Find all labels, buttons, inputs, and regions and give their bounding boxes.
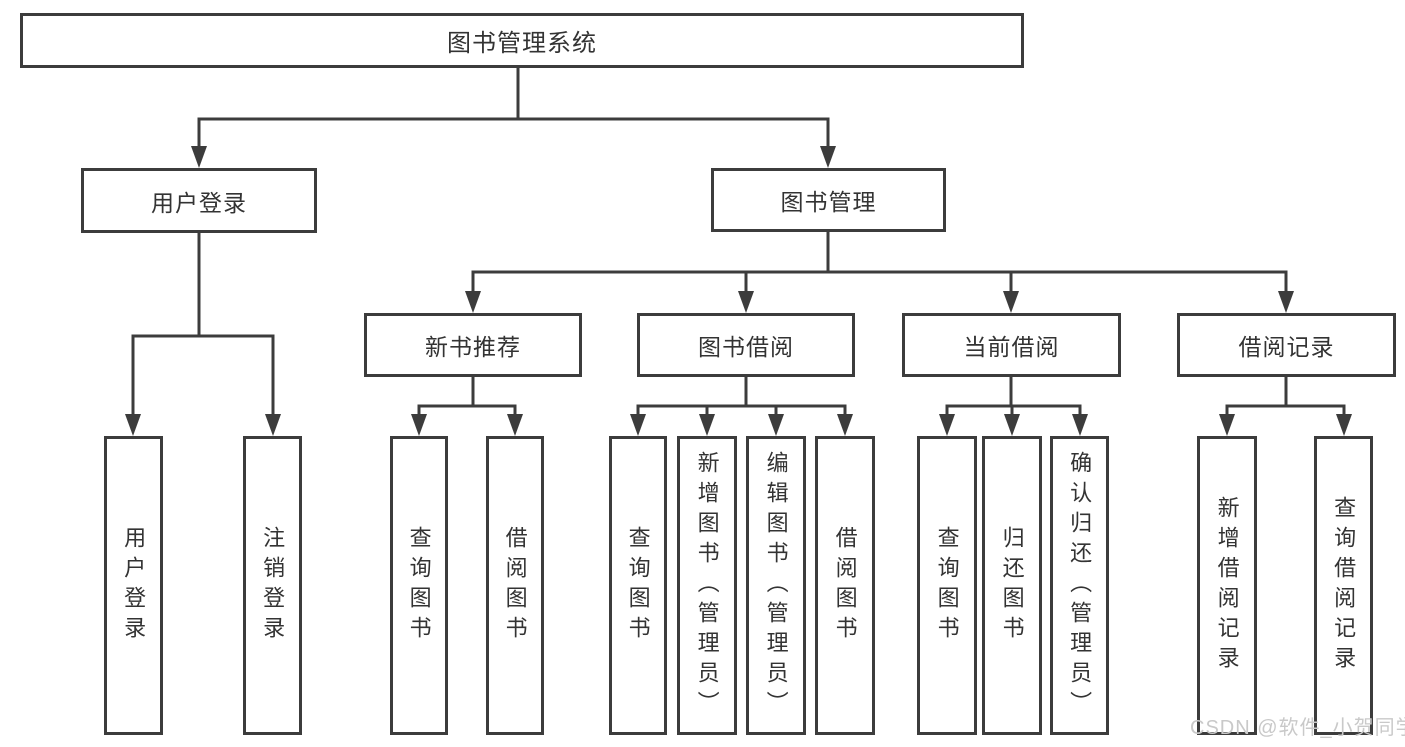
leaf-query-books-borrowing-label: 查询图书 bbox=[625, 525, 651, 646]
watermark: CSDN @软件_小贺同学 bbox=[1190, 717, 1405, 739]
leaf-query-books-borrowing: 查询图书 bbox=[609, 436, 667, 735]
leaf-confirm-return-admin: 确认归还（管理员） bbox=[1050, 436, 1109, 735]
node-book-management-label: 图书管理 bbox=[780, 189, 877, 215]
leaf-logout-label: 注销登录 bbox=[260, 525, 286, 646]
leaf-user-login: 用户登录 bbox=[104, 436, 163, 735]
leaf-add-borrow-record: 新增借阅记录 bbox=[1197, 436, 1257, 735]
node-root-label: 图书管理系统 bbox=[447, 30, 597, 57]
node-current-borrowing-label: 当前借阅 bbox=[963, 334, 1060, 360]
node-borrowing-records-label: 借阅记录 bbox=[1238, 334, 1335, 360]
leaf-query-borrow-record-label: 查询借阅记录 bbox=[1331, 495, 1357, 676]
leaf-add-borrow-record-label: 新增借阅记录 bbox=[1214, 495, 1240, 676]
leaf-query-books-recommend-label: 查询图书 bbox=[406, 525, 432, 646]
node-book-borrowing-label: 图书借阅 bbox=[698, 334, 794, 360]
node-user-login: 用户登录 bbox=[81, 168, 317, 233]
leaf-return-books: 归还图书 bbox=[982, 436, 1042, 735]
leaf-edit-books-admin: 编辑图书（管理员） bbox=[746, 436, 806, 735]
leaf-query-books-current: 查询图书 bbox=[917, 436, 977, 735]
node-current-borrowing: 当前借阅 bbox=[902, 313, 1121, 377]
leaf-add-books-admin: 新增图书（管理员） bbox=[677, 436, 737, 735]
node-book-management: 图书管理 bbox=[711, 168, 946, 232]
node-book-borrowing: 图书借阅 bbox=[637, 313, 855, 377]
leaf-query-books-recommend: 查询图书 bbox=[390, 436, 448, 735]
leaf-edit-books-admin-label: 编辑图书（管理员） bbox=[763, 450, 789, 721]
leaf-query-books-current-label: 查询图书 bbox=[934, 525, 960, 646]
leaf-user-login-label: 用户登录 bbox=[121, 525, 147, 646]
leaf-confirm-return-admin-label: 确认归还（管理员） bbox=[1067, 450, 1093, 721]
node-root: 图书管理系统 bbox=[20, 13, 1024, 68]
leaf-query-borrow-record: 查询借阅记录 bbox=[1314, 436, 1373, 735]
leaf-add-books-admin-label: 新增图书（管理员） bbox=[694, 450, 720, 721]
leaf-borrow-books-borrowing-label: 借阅图书 bbox=[832, 525, 858, 646]
leaf-borrow-books-recommend: 借阅图书 bbox=[486, 436, 544, 735]
node-new-book-recommendation-label: 新书推荐 bbox=[425, 334, 521, 360]
leaf-return-books-label: 归还图书 bbox=[999, 525, 1025, 646]
leaf-borrow-books-borrowing: 借阅图书 bbox=[815, 436, 875, 735]
leaf-borrow-books-recommend-label: 借阅图书 bbox=[502, 525, 528, 646]
node-borrowing-records: 借阅记录 bbox=[1177, 313, 1396, 377]
node-user-login-label: 用户登录 bbox=[151, 189, 247, 216]
node-new-book-recommendation: 新书推荐 bbox=[364, 313, 582, 377]
leaf-logout: 注销登录 bbox=[243, 436, 302, 735]
